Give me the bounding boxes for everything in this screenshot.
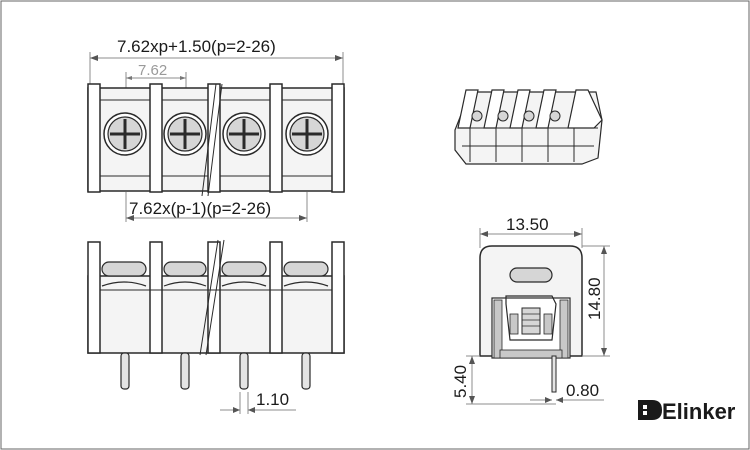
pitch-label: 7.62	[138, 62, 167, 79]
side-view: 13.50 14.80 5.40	[451, 215, 610, 405]
iso-screw-1	[471, 110, 483, 122]
elinker-logo-icon	[638, 400, 662, 420]
front-pin-3	[239, 352, 249, 390]
front-pin-4	[301, 352, 311, 390]
front-pin-1	[120, 352, 130, 390]
top-screw-4	[285, 112, 329, 156]
break-line	[201, 83, 217, 197]
front-screw-2	[163, 261, 207, 277]
overall-width-label: 7.62xp+1.50(p=2-26)	[117, 37, 276, 56]
side-pin	[551, 355, 557, 393]
iso-screw-4	[549, 110, 561, 122]
front-screw-1	[101, 261, 147, 277]
top-screw-2	[163, 112, 207, 156]
pin-span-label: 7.62x(p-1)(p=2-26)	[129, 199, 271, 218]
front-view: 1.10	[87, 239, 345, 414]
iso-screw-3	[523, 110, 535, 122]
pin-offset-label: 5.40	[451, 365, 470, 398]
pin-width-label: 1.10	[256, 390, 289, 409]
front-screw-4	[283, 261, 329, 277]
iso-screw-2	[497, 110, 509, 122]
pin-thickness-label: 0.80	[566, 381, 599, 400]
top-view: 7.62xp+1.50(p=2-26) 7.62	[87, 37, 345, 222]
front-pin-2	[180, 352, 190, 390]
side-height-label: 14.80	[585, 277, 604, 320]
top-screw-1	[103, 112, 147, 156]
side-screw	[509, 267, 553, 283]
brand-name: Elinker	[662, 399, 736, 424]
front-screw-3	[221, 261, 267, 277]
brand-logo: Elinker	[638, 399, 736, 424]
isometric-view	[454, 89, 603, 165]
top-screw-3	[222, 112, 266, 156]
side-width-label: 13.50	[506, 215, 549, 234]
